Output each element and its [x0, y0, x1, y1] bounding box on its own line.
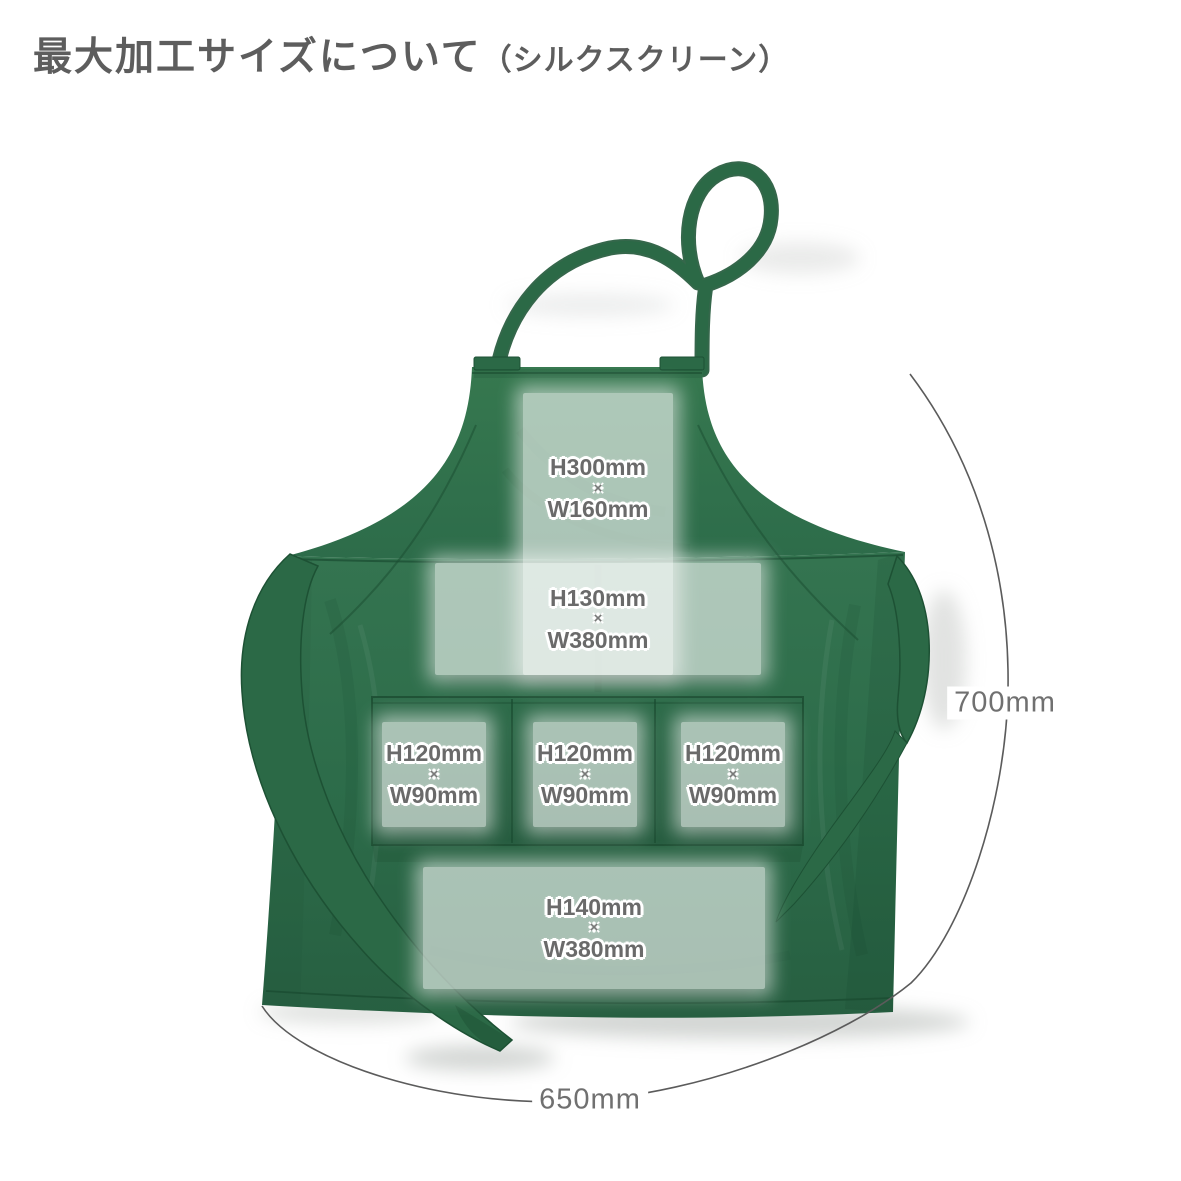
height-dimension-label: 700mm [947, 686, 1063, 720]
print-area-width-label: W90mm [389, 782, 479, 809]
print-area-height-label: H300mm [550, 454, 646, 480]
page-title: 最大加工サイズについて （シルクスクリーン） [33, 26, 789, 82]
times-symbol: × [728, 765, 738, 783]
print-area-pocket-left: H120mm × W90mm [382, 722, 486, 827]
neck-strap [489, 161, 779, 378]
times-symbol: × [593, 610, 603, 628]
print-area-bottom: H140mm × W380mm [423, 867, 765, 989]
print-area-pocket-right: H120mm × W90mm [681, 722, 785, 827]
times-symbol: × [580, 765, 590, 783]
print-area-width-label: W90mm [688, 782, 778, 809]
dimension-curve [261, 373, 1009, 1103]
print-area-width-label: W380mm [543, 935, 645, 962]
print-area-width-label: W160mm [547, 496, 649, 523]
waist-tie-right [775, 554, 931, 923]
print-area-pocket-center: H120mm × W90mm [533, 722, 637, 827]
print-area-height-label: H120mm [386, 740, 482, 767]
page-title-sub: （シルクスクリーン） [481, 44, 790, 77]
print-area-height-label: H140mm [546, 893, 642, 920]
print-area-height-label: H130mm [550, 584, 646, 611]
width-dimension-label: 650mm [532, 1083, 648, 1117]
times-symbol: × [589, 919, 599, 937]
print-area-width-label: W90mm [540, 782, 630, 809]
times-symbol: × [593, 479, 603, 497]
print-area-waist-band: H130mm × W380mm [435, 563, 761, 675]
waist-tie-left [240, 553, 514, 1052]
times-symbol: × [429, 765, 439, 783]
stitch-lines [265, 372, 904, 1005]
page-title-main: 最大加工サイズについて [33, 36, 482, 79]
print-area-height-label: H120mm [685, 740, 781, 767]
print-area-height-label: H120mm [537, 740, 633, 767]
strap-tabs [473, 356, 705, 371]
print-area-width-label: W380mm [547, 626, 649, 653]
